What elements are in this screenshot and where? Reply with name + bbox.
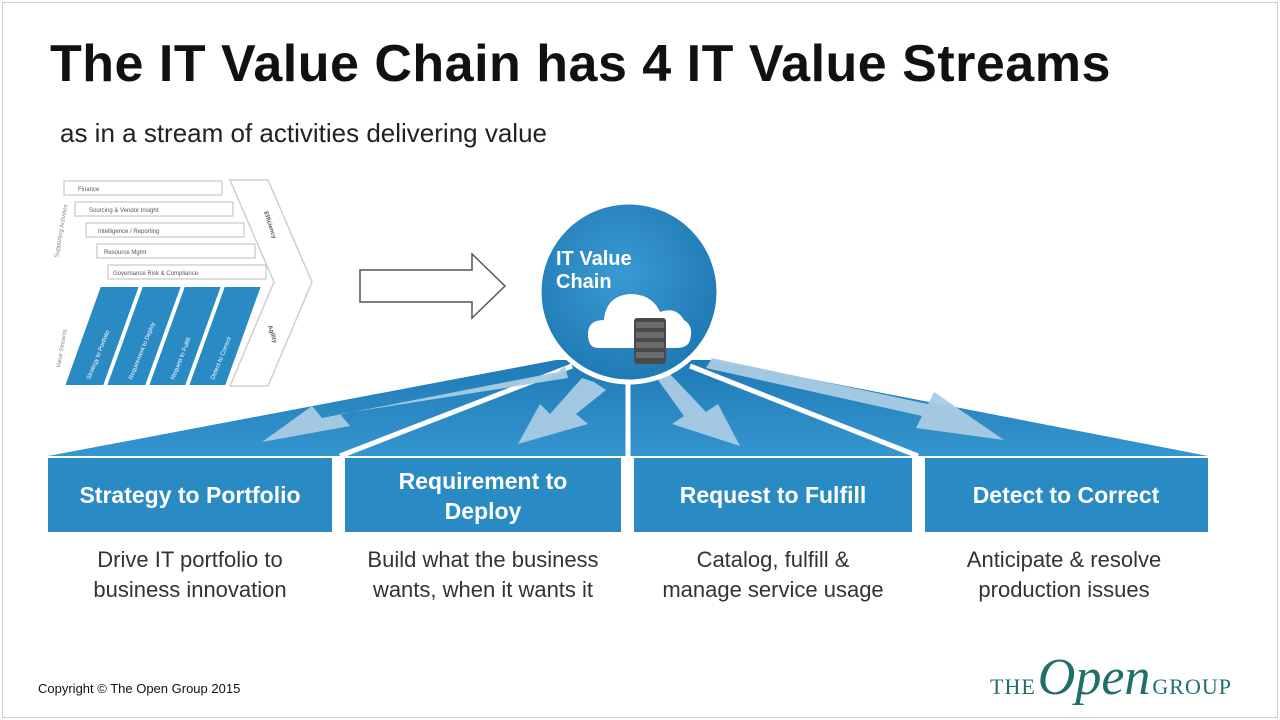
stream-box-detect-to-correct: [925, 458, 1208, 532]
stream-box-request-to-fulfill: [634, 458, 912, 532]
support-row-label: Sourcing & Vendor Insight: [89, 208, 159, 214]
thumbnail-support-rows: Finance Sourcing & Vendor Insight Intell…: [63, 180, 267, 280]
thumbnail-side-label: Supporting Activities: [54, 204, 69, 258]
flow-arrow-icon: [359, 252, 507, 320]
copyright-notice: Copyright © The Open Group 2015: [38, 681, 241, 696]
hub-label-line2: Chain: [556, 271, 612, 293]
support-row-label: Governance Risk & Compliance: [113, 271, 199, 277]
stream-description-line: Build what the business: [367, 547, 599, 572]
stream-column: [62, 285, 142, 387]
stream-description: Build what the business wants, when it w…: [343, 545, 623, 605]
stream-arrow-icon: [658, 374, 740, 446]
stream-title: Requirement to: [399, 468, 568, 494]
support-row: [96, 243, 256, 259]
stream-arrow-icon: [518, 378, 606, 444]
stream-arrow-icon: [262, 366, 568, 442]
stream-column: [104, 285, 184, 387]
slide-title: The IT Value Chain has 4 IT Value Stream…: [50, 35, 1111, 93]
thumbnail-right-label: Agility: [266, 325, 278, 345]
stream-title: Strategy to Portfolio: [79, 482, 300, 508]
stream-arrow-icon: [706, 358, 1004, 440]
stream-box-strategy-to-portfolio: [48, 458, 332, 532]
stream-title: Detect to Correct: [973, 482, 1160, 508]
stream-title-line2: Deploy: [445, 498, 522, 524]
stream-description-line: wants, when it wants it: [372, 577, 594, 602]
support-row: [107, 264, 267, 280]
stream-box-requirement-to-deploy: [345, 458, 621, 532]
thumbnail-stream-columns: Strategy to Portfolio Requirement to Dep…: [62, 285, 264, 387]
support-row-label: Intelligence / Reporting: [98, 229, 159, 235]
stream-description: Drive IT portfolio to business innovatio…: [50, 545, 330, 605]
stream-title: Request to Fulfill: [680, 482, 867, 508]
stream-description-line: Anticipate & resolve: [966, 547, 1162, 572]
thumbnail-side-label: Value Streams: [56, 329, 69, 368]
logo-the: THE: [990, 674, 1036, 699]
support-row: [63, 180, 223, 196]
stream-boxes: Strategy to Portfolio Requirement to Dep…: [48, 458, 1208, 532]
support-row-label: Resource Mgmt: [104, 250, 147, 256]
support-row: [74, 201, 234, 217]
stream-column: [186, 285, 264, 387]
support-row: [85, 222, 245, 238]
slide-subtitle: as in a stream of activities delivering …: [60, 118, 548, 148]
stream-description: Anticipate & resolve production issues: [924, 545, 1204, 605]
fan-divider: [689, 363, 919, 459]
logo-group: GROUP: [1152, 674, 1232, 699]
thumbnail-chevron: [228, 179, 313, 387]
stream-description-line: business innovation: [93, 577, 287, 602]
cloud-server-icon: [588, 294, 692, 364]
stream-description-line: production issues: [978, 577, 1150, 602]
value-chain-thumbnail: Finance Sourcing & Vendor Insight Intell…: [54, 179, 313, 387]
support-row-label: Finance: [78, 187, 100, 193]
open-group-logo: THEOpenGROUP: [990, 648, 1232, 707]
stream-description-line: manage service usage: [662, 577, 884, 602]
stream-description: Catalog, fulfill & manage service usage: [633, 545, 913, 605]
logo-open: Open: [1037, 649, 1151, 706]
stream-description-line: Drive IT portfolio to: [97, 547, 283, 572]
stream-arrows: [262, 358, 1004, 446]
hub-label-line1: IT Value: [556, 248, 632, 270]
it-value-chain-hub: IT Value Chain: [536, 199, 722, 385]
stream-column: [146, 285, 224, 387]
stream-description-line: Catalog, fulfill &: [696, 547, 850, 572]
